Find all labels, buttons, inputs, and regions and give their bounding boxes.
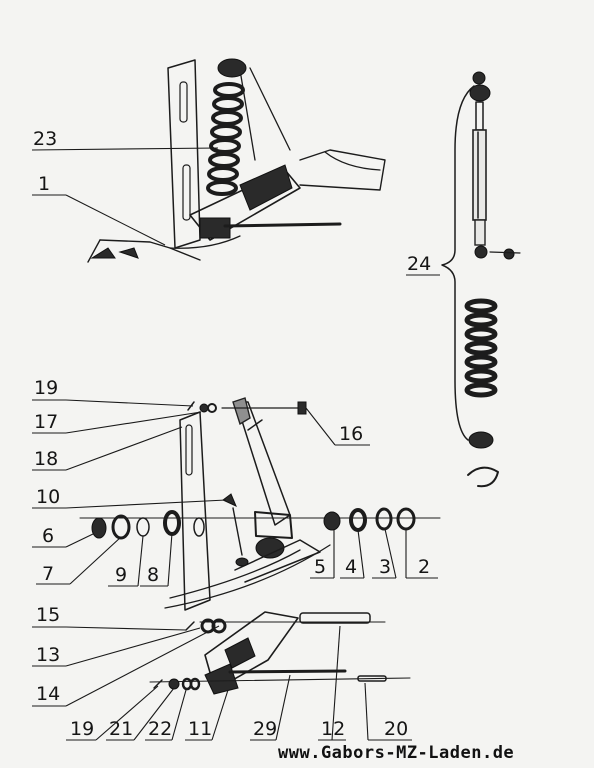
label-15: 15 [36, 604, 60, 626]
label-13: 13 [36, 644, 60, 666]
label-22: 22 [148, 718, 172, 740]
rear-suspension-assembly-top [87, 58, 386, 263]
label-6: 6 [42, 525, 54, 547]
label-19-top: 19 [34, 377, 58, 399]
label-21: 21 [109, 718, 133, 740]
part-number-labels: 23 1 24 19 17 18 16 10 6 7 9 8 5 4 3 2 1… [33, 128, 431, 740]
label-4: 4 [345, 556, 357, 578]
label-23: 23 [33, 128, 57, 150]
label-18: 18 [34, 448, 58, 470]
label-10: 10 [36, 486, 60, 508]
shock-absorber-24 [441, 71, 521, 488]
label-1: 1 [38, 173, 50, 195]
label-24: 24 [407, 253, 431, 275]
label-8: 8 [147, 564, 159, 586]
label-16: 16 [339, 423, 363, 445]
label-14: 14 [36, 683, 60, 705]
swing-arm-middle [79, 397, 441, 611]
label-5: 5 [314, 556, 326, 578]
label-9: 9 [115, 564, 127, 586]
label-2: 2 [418, 556, 430, 578]
label-19-bottom: 19 [70, 718, 94, 740]
spring-24-icon [464, 298, 498, 398]
label-20: 20 [384, 718, 408, 740]
swing-arm-bottom [149, 611, 411, 695]
leader-lines [31, 147, 440, 741]
label-17: 17 [34, 411, 58, 433]
nut-17-icon [187, 401, 217, 413]
label-7: 7 [42, 563, 54, 585]
footer-url: www.Gabors-MZ-Laden.de [278, 743, 515, 763]
washers-row-icon [91, 507, 416, 540]
label-11: 11 [188, 718, 212, 740]
label-29: 29 [253, 718, 277, 740]
label-12: 12 [321, 718, 345, 740]
label-3: 3 [379, 556, 391, 578]
spring-23-icon [206, 58, 247, 196]
